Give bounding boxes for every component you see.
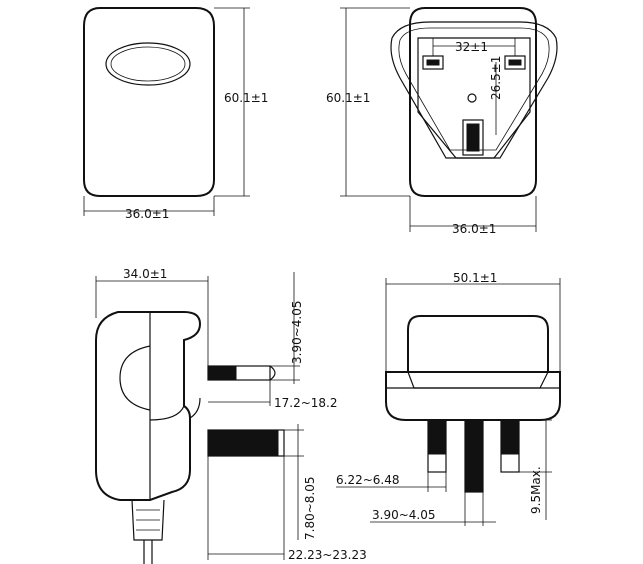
- bottom-pin-tip-label: 6.22~6.48: [336, 473, 400, 487]
- front-body: [83, 7, 215, 197]
- side-view: 34.0±1 3.90~4.05 17.2~18.2 7.80~8.05 22.…: [95, 267, 367, 564]
- side-recess: [119, 345, 151, 411]
- side-pin-thickness-label: 3.90~4.05: [290, 301, 304, 365]
- back-plug-face: [390, 21, 558, 159]
- front-badge-inner: [110, 46, 186, 82]
- back-pin-spacing-label: 32±1: [455, 40, 488, 54]
- side-earth-pin-length-label: 22.23~23.23: [288, 548, 367, 562]
- side-depth-label: 34.0±1: [123, 267, 167, 281]
- bottom-view: 50.1±1 6.22~6.48 3.90~4.05 9.5Max.: [336, 271, 561, 526]
- back-screw-hole: [467, 93, 477, 103]
- bottom-pin-spacing-label: 3.90~4.05: [372, 508, 436, 522]
- front-badge: [105, 42, 191, 86]
- side-pin-length-label: 17.2~18.2: [274, 396, 338, 410]
- back-view: 32±1 26.5±1 60.1±1 36.0±1: [326, 7, 558, 236]
- bottom-body: [385, 371, 561, 421]
- back-pin-outline: [417, 37, 531, 159]
- front-height-label: 60.1±1: [224, 91, 268, 105]
- back-earth-pin: [462, 119, 484, 156]
- front-width-label: 36.0±1: [125, 207, 169, 221]
- bottom-top-block: [407, 315, 549, 373]
- side-body: [95, 311, 202, 501]
- back-pin-vertical-label: 26.5±1: [489, 56, 503, 100]
- side-cable-strain-relief: [131, 499, 165, 541]
- back-height-label: 60.1±1: [326, 91, 370, 105]
- back-plug-face-inner: [398, 27, 550, 151]
- bottom-pin-height-label: 9.5Max.: [529, 466, 543, 514]
- bottom-width-label: 50.1±1: [453, 271, 497, 285]
- back-width-label: 36.0±1: [452, 222, 496, 236]
- side-pin-width-label: 7.80~8.05: [303, 477, 317, 541]
- back-body: [409, 7, 537, 197]
- front-view: 60.1±1 36.0±1: [83, 7, 268, 221]
